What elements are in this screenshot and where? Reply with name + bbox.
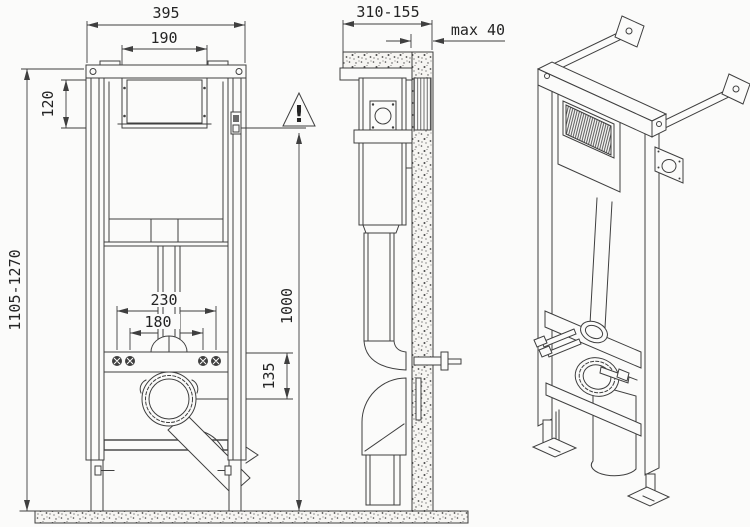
wall-flange-left [614, 15, 645, 48]
dim-max-wall-gap: max 40 [451, 21, 505, 39]
dim-flush-opening-height: 120 [39, 90, 57, 117]
dim-actuation-height: 1000 [278, 288, 296, 324]
iso-valve-stubs [533, 328, 582, 358]
wall-anchor-bolt [413, 351, 462, 371]
iso-flush-pipe [589, 197, 613, 329]
dim-flush-opening-width: 190 [150, 29, 177, 47]
dim-drain-offset: 135 [260, 362, 278, 389]
inlet-plate [369, 100, 397, 132]
iso-foot-left [531, 409, 578, 458]
warning-symbol: ! [294, 102, 305, 128]
isometric-view [531, 15, 750, 507]
side-view: ! 310-155 [241, 1, 507, 512]
wall-bracket-rod-left [548, 15, 645, 73]
pipe-outlet-marker [245, 446, 259, 464]
dim-depth-range: 310-155 [356, 3, 419, 21]
wall-flange-right [721, 73, 750, 105]
dim-bolt-spacing-inner: 180 [144, 313, 171, 331]
front-view: 395 190 120 1105-1270 230 180 135 [4, 2, 293, 512]
fixing-bolts [112, 356, 221, 366]
drain-outlet [141, 371, 197, 427]
flush-valve [150, 218, 179, 243]
frame-rail-left [85, 64, 105, 461]
flush-opening-hatched [565, 104, 612, 156]
iso-rail-left [537, 65, 553, 427]
flush-opening-rim [562, 100, 615, 159]
dim-bolt-spacing-outer: 230 [150, 291, 177, 309]
iso-brace [545, 382, 642, 437]
iso-inlet-plate [654, 146, 684, 184]
dim-frame-height: 1105-1270 [6, 249, 24, 330]
iso-flush-socket [580, 320, 608, 344]
cistern-side [358, 77, 407, 226]
flush-bend [363, 340, 407, 371]
flush-pipe-side [363, 232, 395, 342]
wall-bracket-section [413, 77, 432, 131]
drain-pipe-side [365, 454, 401, 506]
wall-bracket-rod-right [656, 73, 750, 131]
floor-section [19, 510, 469, 524]
fixing-bar [103, 351, 229, 373]
warning-triangle-icon: ! [282, 91, 316, 128]
clamp-band [353, 129, 413, 144]
top-crossbar [85, 64, 247, 79]
side-dimension-lines [241, 20, 505, 511]
iso-foot-right [626, 473, 671, 507]
dim-frame-width: 395 [152, 4, 179, 22]
rail-label-plate [230, 111, 242, 135]
iso-drain-socket [574, 357, 620, 397]
flush-plate-opening [121, 77, 208, 129]
iso-outlet-bolt [599, 366, 638, 384]
pipe-clamp [415, 377, 422, 421]
drain-elbow [361, 377, 407, 456]
foot-screw-left [94, 465, 102, 476]
foot-screw-right [224, 465, 232, 476]
